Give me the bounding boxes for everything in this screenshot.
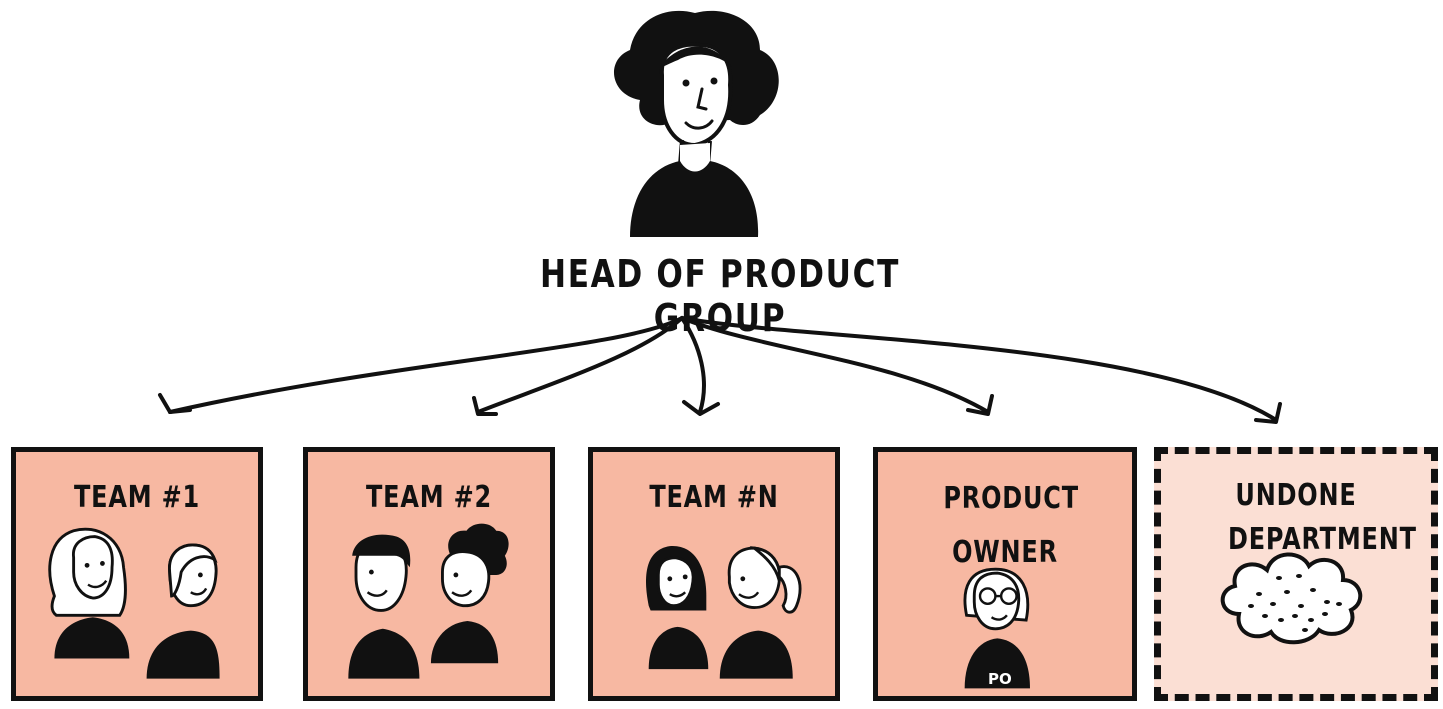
head-of-product-person-icon bbox=[613, 10, 779, 237]
unit-box-team-1: TEAM #1 bbox=[11, 447, 263, 701]
arrow-to-undone-department bbox=[680, 316, 1278, 422]
arrow-to-team-2 bbox=[476, 316, 684, 414]
arrow-to-team-1 bbox=[168, 316, 684, 414]
head-title: HEAD OF PRODUCT GROUP bbox=[539, 252, 901, 340]
unit-box-undone-department: UNDONE DEPARTMENT bbox=[1154, 447, 1438, 701]
cloud-icon bbox=[1220, 552, 1363, 645]
arrow-to-team-n bbox=[680, 316, 706, 414]
arrow-to-product-owner bbox=[680, 316, 990, 414]
team-people-icon bbox=[48, 527, 220, 679]
unit-box-product-owner: PRODUCT OWNER PO bbox=[873, 447, 1137, 701]
unit-box-team-n: TEAM #N bbox=[588, 447, 840, 701]
unit-label: UNDONE DEPARTMENT bbox=[1228, 478, 1417, 557]
product-owner-person-icon bbox=[963, 567, 1030, 689]
unit-label: TEAM #2 bbox=[366, 480, 492, 515]
team-people-icon bbox=[348, 523, 509, 679]
unit-label: PRODUCT OWNER bbox=[943, 481, 1079, 570]
po-badge: PO bbox=[988, 670, 1012, 688]
unit-box-team-2: TEAM #2 bbox=[303, 447, 555, 701]
unit-label: TEAM #N bbox=[649, 480, 779, 515]
team-people-icon bbox=[645, 546, 802, 679]
unit-label: TEAM #1 bbox=[74, 480, 200, 515]
